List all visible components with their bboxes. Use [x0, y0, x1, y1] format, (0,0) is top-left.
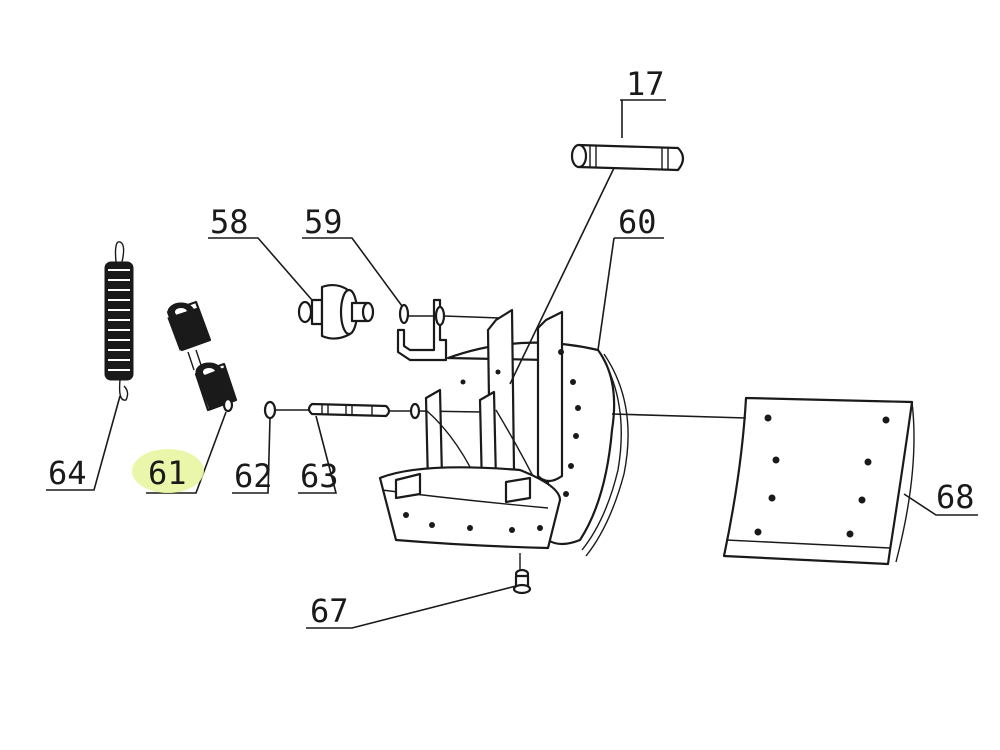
- part-labels: 17 58 59 60 64 61 62 63 67 68: [48, 65, 975, 630]
- part-58-bushing: [297, 283, 375, 340]
- part-68-lining-pad: [722, 396, 915, 566]
- label-63: 63: [300, 457, 339, 495]
- part-62-washer: [263, 400, 312, 420]
- part-67-rivet: [512, 568, 532, 595]
- part-61-rollers: [166, 300, 238, 413]
- part-59-clip: [396, 298, 501, 362]
- label-62: 62: [234, 457, 273, 495]
- label-61-highlight: [132, 449, 204, 493]
- label-58: 58: [210, 203, 249, 241]
- part-63-shaft: [307, 402, 483, 420]
- label-64: 64: [48, 454, 87, 492]
- label-59: 59: [304, 203, 343, 241]
- part-60-brake-shoe: [378, 308, 629, 572]
- label-17: 17: [626, 65, 665, 103]
- part-64-spring: [104, 241, 134, 401]
- label-68: 68: [936, 478, 975, 516]
- part-17-pin: [570, 143, 685, 172]
- label-67: 67: [310, 592, 349, 630]
- label-60: 60: [618, 203, 657, 241]
- leader-lines: [46, 99, 978, 629]
- label-61: 61: [148, 454, 187, 492]
